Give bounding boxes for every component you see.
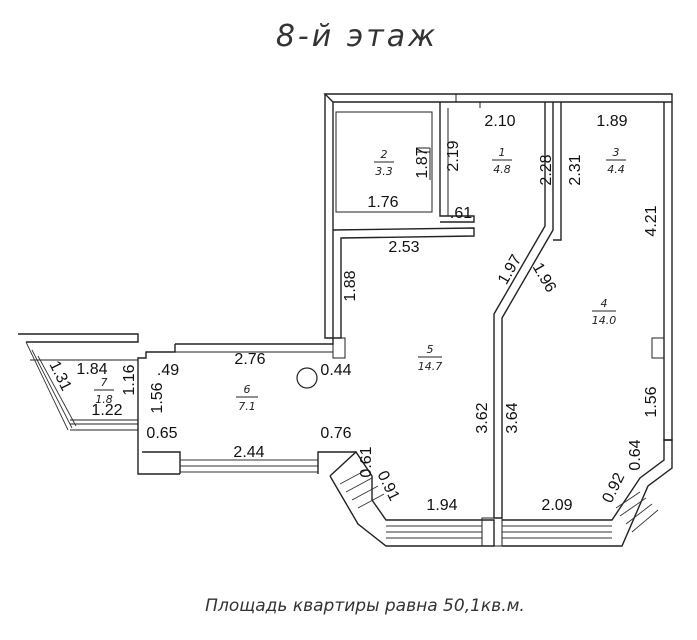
dimension-label: 2.53 (388, 239, 419, 256)
svg-text:1: 1 (499, 146, 506, 159)
floor-title: 8-й этаж (276, 19, 438, 54)
svg-text:7: 7 (101, 376, 108, 389)
dimension-label: 1.88 (342, 270, 359, 301)
dimension-label: 1.87 (414, 147, 431, 178)
walls (18, 93, 673, 547)
dimension-label: 0.61 (358, 446, 375, 477)
room-3-label: 3 4.4 (606, 146, 626, 176)
svg-text:4.8: 4.8 (493, 163, 511, 176)
svg-text:6: 6 (244, 383, 251, 396)
dimension-label: 2.44 (233, 444, 264, 461)
room-5-label: 5 14.7 (418, 343, 443, 373)
dimension-label: 2.09 (541, 497, 572, 514)
area-note: Площадь квартиры равна 50,1кв.м. (205, 596, 525, 616)
dimension-label: .49 (157, 362, 179, 379)
svg-text:5: 5 (427, 343, 434, 356)
svg-text:14.7: 14.7 (418, 360, 443, 373)
dimension-label: 2.28 (538, 154, 555, 185)
room-4-label: 4 14.0 (592, 297, 617, 327)
dimension-label: 2.10 (484, 113, 515, 130)
svg-text:3.3: 3.3 (375, 165, 393, 178)
dimension-label: 1.22 (91, 402, 122, 419)
dimension-label: 2.31 (567, 154, 584, 185)
dimension-label: 1.56 (149, 382, 166, 413)
dimension-label: 1.31 (46, 358, 75, 394)
svg-text:2: 2 (381, 148, 388, 161)
dimension-label: 1.16 (121, 364, 138, 395)
room-labels: 2 3.3 1 4.8 3 4.4 4 14.0 5 14.7 6 7.1 (94, 146, 626, 413)
room-1-label: 1 4.8 (492, 146, 512, 176)
dimension-label: 0.65 (146, 425, 177, 442)
room-2-label: 2 3.3 (374, 148, 394, 178)
svg-text:4: 4 (601, 297, 608, 310)
dimension-label: 1.76 (367, 194, 398, 211)
dimension-label: 0.76 (320, 425, 351, 442)
dimension-label: 1.89 (596, 113, 627, 130)
dimension-label: 1.97 (495, 252, 525, 288)
dimension-label: 2.76 (234, 351, 265, 368)
svg-text:14.0: 14.0 (592, 314, 617, 327)
dimension-label: 4.21 (643, 205, 660, 236)
dimension-label: 1.84 (76, 361, 107, 378)
svg-text:7.1: 7.1 (238, 400, 256, 413)
dimension-label: 1.94 (426, 497, 457, 514)
column-circle (296, 367, 318, 389)
dimension-label: 1.96 (529, 260, 559, 296)
dimension-label: 3.64 (504, 402, 521, 433)
svg-text:3: 3 (613, 146, 620, 159)
dimension-label: .61 (450, 205, 472, 222)
dimension-label: 1.56 (643, 386, 660, 417)
room-6-label: 6 7.1 (236, 383, 258, 413)
svg-text:4.4: 4.4 (607, 163, 625, 176)
dimension-label: 0.92 (599, 470, 628, 506)
dimension-label: 3.62 (474, 402, 491, 433)
dimension-label: 2.19 (445, 140, 462, 171)
dimension-label: 0.64 (627, 439, 644, 470)
room-7-label: 7 1.8 (94, 376, 114, 406)
svg-text:1.8: 1.8 (95, 393, 113, 406)
dimension-label: 0.44 (320, 362, 351, 379)
